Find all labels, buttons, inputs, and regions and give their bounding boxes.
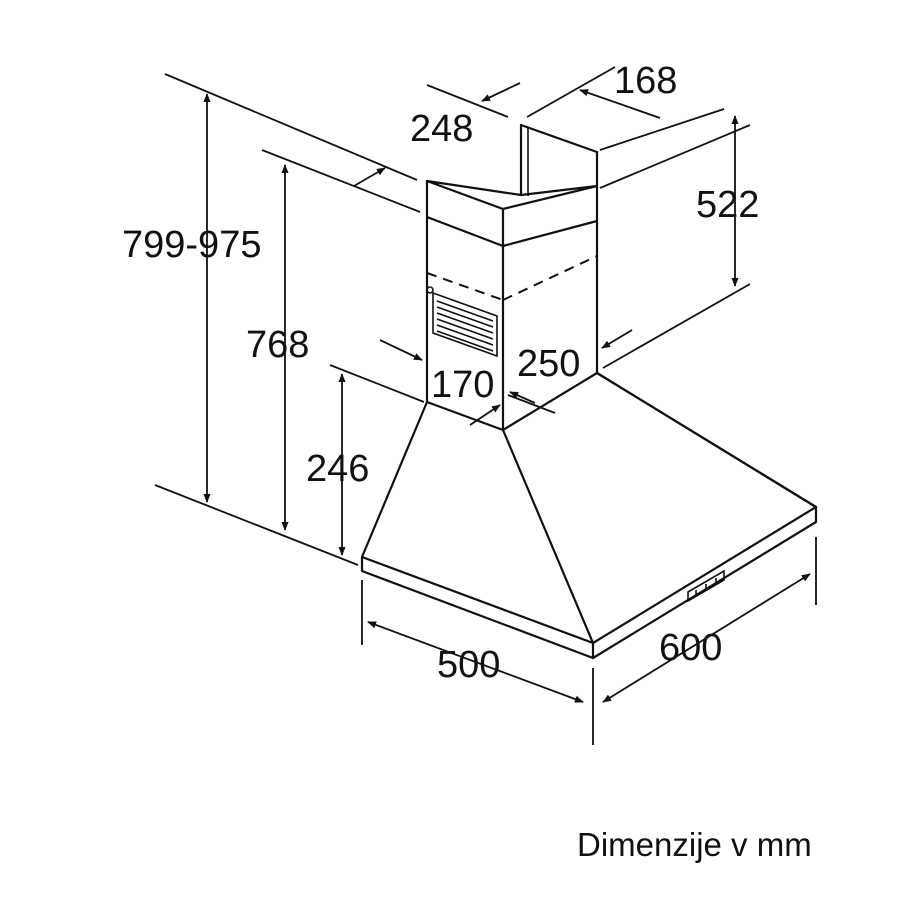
label-hood-height: 768 (246, 324, 309, 366)
lower-depth-arrow-a (379, 339, 423, 361)
lower-depth-arrow-b (469, 404, 501, 426)
lower-chimney-band-right (501, 219, 599, 248)
units-caption: Dimenzije v mm (577, 826, 812, 863)
dimension-labels: 168 248 799-975 522 768 250 170 246 600 … (122, 60, 759, 686)
lower-width-arrow-b (509, 391, 536, 404)
label-chimney-top-depth: 248 (410, 108, 473, 150)
label-total-height: 799-975 (122, 224, 261, 266)
dimension-arrows (203, 82, 811, 703)
screw-icon (426, 286, 434, 294)
canopy-width-arrow (602, 573, 811, 703)
label-chimney-height: 522 (696, 184, 759, 226)
chimney-top-depth-arrow-b (353, 167, 386, 187)
overlap-dash-left (426, 272, 504, 301)
canopy-top-face (360, 371, 818, 645)
label-chimney-top-width: 168 (614, 60, 677, 102)
lower-width-arrow-a (601, 329, 633, 349)
chimney-top-width-arrow (579, 89, 661, 119)
label-canopy-height: 246 (306, 448, 369, 490)
lower-chimney-band-left (425, 215, 505, 248)
label-lower-chimney-width: 250 (517, 343, 580, 385)
upper-chimney-top (519, 123, 599, 154)
chimney-top-depth-arrow-a (481, 82, 521, 102)
label-canopy-width: 600 (659, 627, 722, 669)
label-canopy-depth: 500 (437, 644, 500, 686)
overlap-dash-right (502, 255, 598, 301)
lower-chimney-top (425, 179, 599, 211)
canopy-side-ridge (595, 371, 818, 509)
canopy-front-rim (360, 555, 595, 660)
label-lower-chimney-depth: 170 (431, 364, 494, 406)
vent-grille (432, 291, 498, 358)
canopy-depth-arrow (367, 621, 584, 703)
canopy-front-ridge (501, 428, 595, 645)
hood-outline (360, 123, 818, 660)
